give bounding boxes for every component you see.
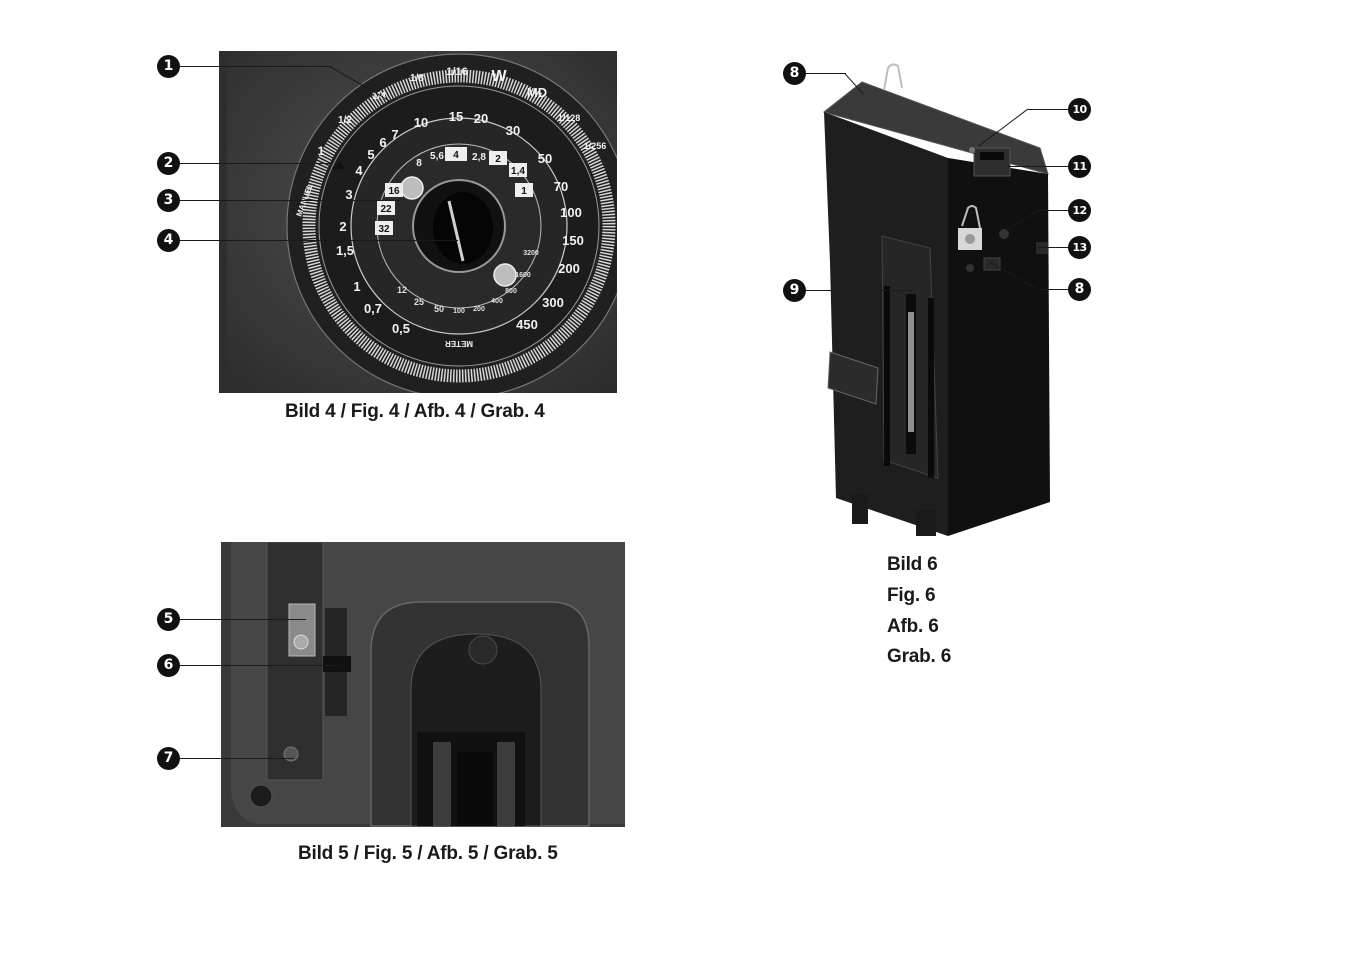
distance-mark: 1,5 <box>336 243 354 258</box>
distance-mark: 5 <box>367 147 374 162</box>
aperture-mark: 1 <box>521 186 527 197</box>
aperture-mark: 2 <box>495 154 501 165</box>
fig6-battery-pack-photo <box>818 62 1058 538</box>
fig4-caption: Bild 4 / Fig. 4 / Afb. 4 / Grab. 4 <box>285 401 545 422</box>
aperture-mark: 1,4 <box>511 166 525 177</box>
distance-mark: 30 <box>506 123 520 138</box>
distance-mark: 150 <box>562 233 584 248</box>
distance-mark: 20 <box>474 111 488 126</box>
dial-manuel-value: 1 <box>318 144 325 158</box>
fig6-caption: Bild 6 Fig. 6 Afb. 6 Grab. 6 <box>887 554 951 676</box>
iso-mark: 50 <box>434 304 444 314</box>
fig6-caption-line: Grab. 6 <box>887 646 952 667</box>
distance-mark: 6 <box>379 135 386 150</box>
compartment-illustration <box>221 542 625 827</box>
distance-mark: 1 <box>353 279 360 294</box>
dial-outer-label: 1/16 <box>446 66 467 78</box>
leader-line-9 <box>806 290 912 291</box>
fig6-caption-line: Bild 6 <box>887 554 938 575</box>
leader-line-1 <box>180 66 332 67</box>
distance-mark: 0,5 <box>392 321 410 336</box>
leader-line-8-bottom <box>1040 289 1068 290</box>
fig6-caption-line: Afb. 6 <box>887 616 939 637</box>
iso-mark: 3200 <box>523 250 539 257</box>
dial-outer-label: 1/8 <box>410 73 424 84</box>
dial-outer-label: 1/256 <box>584 141 607 151</box>
leader-line-2 <box>180 163 332 164</box>
battery-pack-illustration <box>822 63 1050 536</box>
callout-12: 12 <box>1068 199 1091 222</box>
distance-mark: 3 <box>345 187 352 202</box>
aperture-mark: 16 <box>388 186 400 197</box>
dial-outer-label: MD <box>527 85 547 100</box>
aperture-mark: 8 <box>416 158 422 169</box>
callout-4: 4 <box>157 229 180 252</box>
dial-outer-label: 1/4 <box>372 91 386 102</box>
callout-8-bottom: 8 <box>1068 278 1091 301</box>
leader-line-11 <box>1008 166 1068 167</box>
callout-9: 9 <box>783 279 806 302</box>
iso-mark: 1600 <box>515 272 531 279</box>
iso-mark: 400 <box>491 298 503 305</box>
leader-line-6 <box>180 665 340 666</box>
fig6-caption-line: Fig. 6 <box>887 585 936 606</box>
leader-line-4 <box>180 240 458 241</box>
iso-mark: 100 <box>453 308 465 315</box>
callout-8-top: 8 <box>783 62 806 85</box>
dial-meter-label: METER <box>445 339 473 348</box>
aperture-mark: 32 <box>378 224 390 235</box>
aperture-mark: 5,6 <box>430 151 444 162</box>
aperture-mark: 22 <box>380 204 392 215</box>
callout-10: 10 <box>1068 98 1091 121</box>
aperture-mark: 4 <box>453 150 459 161</box>
iso-mark: 200 <box>473 306 485 313</box>
distance-mark: 70 <box>554 179 568 194</box>
distance-mark: 15 <box>449 109 463 124</box>
distance-mark: 7 <box>391 127 398 142</box>
leader-line-13 <box>1038 247 1068 248</box>
callout-7: 7 <box>157 747 180 770</box>
callout-3: 3 <box>157 189 180 212</box>
distance-mark: 450 <box>516 317 538 332</box>
dial-outer-label: 1/2 <box>338 115 352 126</box>
iso-mark: 25 <box>414 297 424 307</box>
callout-13: 13 <box>1068 236 1091 259</box>
iso-mark: 800 <box>505 288 517 295</box>
fig5-caption: Bild 5 / Fig. 5 / Afb. 5 / Grab. 5 <box>298 843 558 864</box>
distance-mark: 50 <box>538 151 552 166</box>
fig4-dial-photo: 1/2 1/4 1/8 1/16 W MD 1/128 1/256 1 MANU… <box>219 51 617 393</box>
leader-line-12 <box>1040 210 1068 211</box>
dial-outer-label: W <box>491 68 507 85</box>
leader-line-3 <box>180 200 400 201</box>
dial-illustration: 1/2 1/4 1/8 1/16 W MD 1/128 1/256 1 MANU… <box>219 51 617 393</box>
callout-6: 6 <box>157 654 180 677</box>
distance-mark: 300 <box>542 295 564 310</box>
distance-mark: 0,7 <box>364 301 382 316</box>
leader-line-5 <box>180 619 306 620</box>
iso-mark: 12 <box>397 285 407 295</box>
dial-outer-label: 1/128 <box>558 113 581 123</box>
distance-mark: 100 <box>560 205 582 220</box>
callout-11: 11 <box>1068 155 1091 178</box>
distance-mark: 4 <box>355 163 363 178</box>
leader-line-10 <box>1028 109 1068 110</box>
callout-5: 5 <box>157 608 180 631</box>
callout-2: 2 <box>157 152 180 175</box>
distance-mark: 10 <box>414 115 428 130</box>
leader-line-7 <box>180 758 294 759</box>
distance-mark: 2 <box>339 219 346 234</box>
leader-line-8-top <box>806 73 846 74</box>
callout-1: 1 <box>157 55 180 78</box>
distance-mark: 200 <box>558 261 580 276</box>
fig5-compartment-photo <box>221 542 625 827</box>
aperture-mark: 2,8 <box>472 152 486 163</box>
